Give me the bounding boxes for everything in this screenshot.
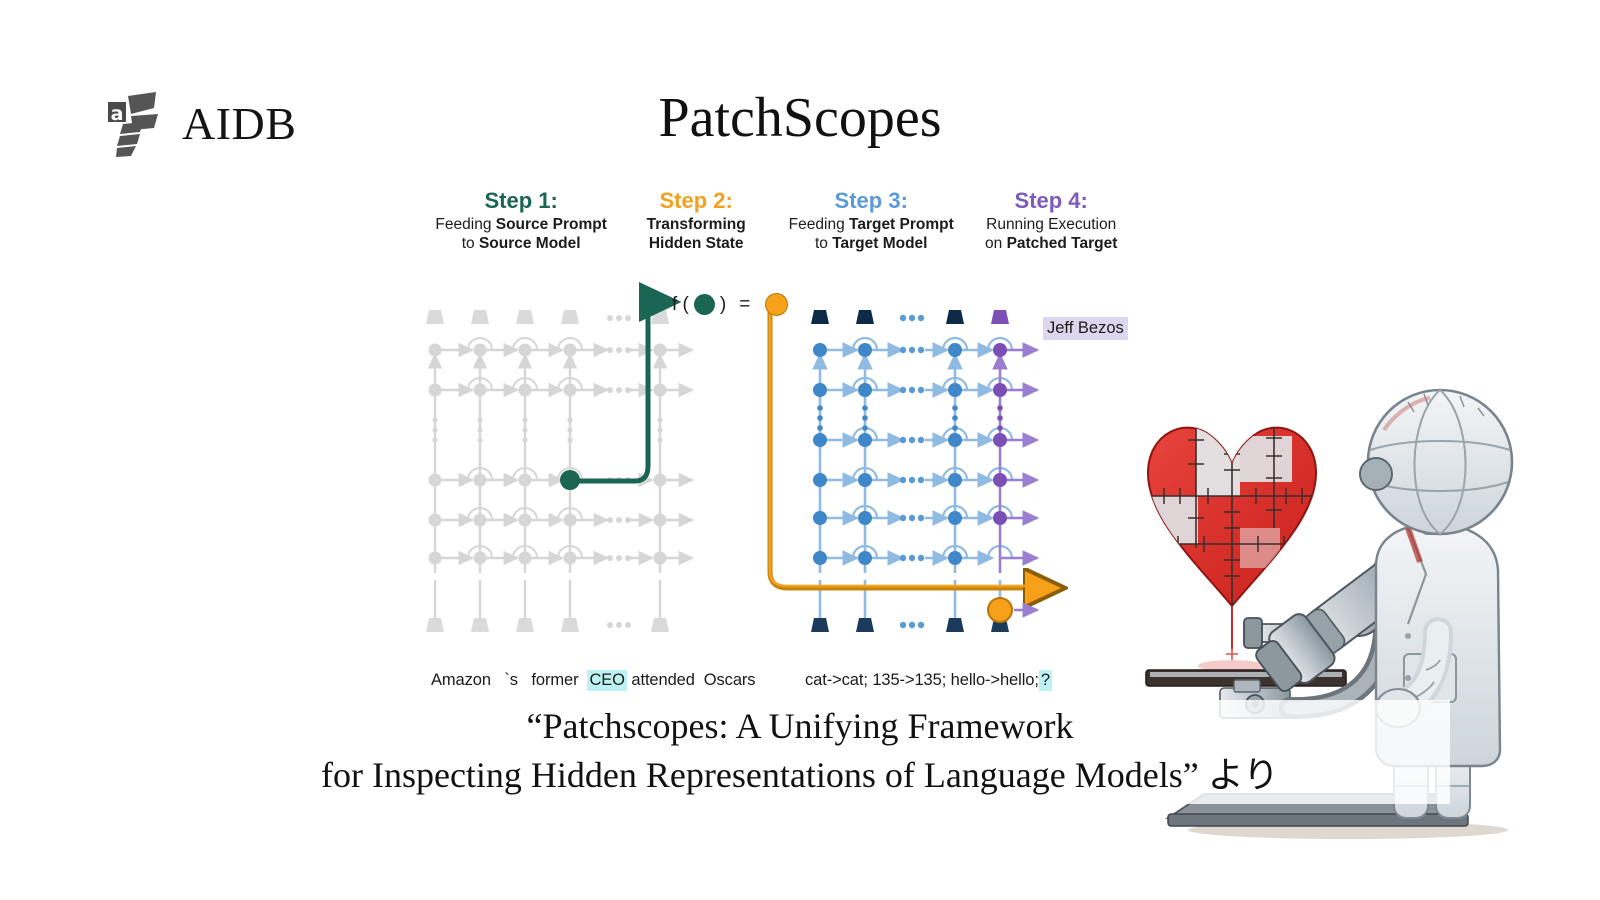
f-label: f ( xyxy=(672,293,689,315)
target-prompt-body: cat->cat; 135->135; hello->hello; xyxy=(805,671,1039,689)
step-2-number: Step 2: xyxy=(659,188,733,213)
caption-line-1: “Patchscopes: A Unifying Framework xyxy=(526,706,1074,746)
step-1-line1-bold: Source Prompt xyxy=(495,215,607,233)
step-3-line1-plain: Feeding xyxy=(788,215,849,233)
step-3: Step 3: Feeding Target Prompt to Target … xyxy=(775,188,967,254)
source-token-4: attended xyxy=(631,671,695,689)
step-3-number: Step 3: xyxy=(834,188,908,213)
step-4-line1-plain: Running Execution xyxy=(986,215,1117,233)
transformed-state-dot-icon xyxy=(765,293,789,316)
step-4-line2-plain: on xyxy=(985,235,1007,253)
step-3-description: Feeding Target Prompt to Target Model xyxy=(775,215,967,254)
step-1-number: Step 1: xyxy=(484,188,558,213)
brand-name: AIDB xyxy=(182,98,297,149)
bee-logo-icon: a xyxy=(98,88,164,160)
source-token-0: Amazon xyxy=(431,671,491,689)
source-token-2: former xyxy=(531,671,579,689)
page-title: PatchScopes xyxy=(658,87,942,149)
target-prompt-query-token: ? xyxy=(1038,670,1052,691)
source-prompt-text: Amazon `s former CEO attended Oscars xyxy=(431,670,756,691)
patchscopes-diagram xyxy=(420,280,1150,700)
step-2: Step 2: Transforming Hidden State xyxy=(617,188,775,254)
step-4: Step 4: Running Execution on Patched Tar… xyxy=(967,188,1135,254)
step-3-line1-bold: Target Prompt xyxy=(849,215,954,233)
source-caption: “Patchscopes: A Unifying Framework for I… xyxy=(0,702,1600,800)
patch-arrow-inner xyxy=(768,310,1050,588)
step-4-number: Step 4: xyxy=(1014,188,1088,213)
svg-text:a: a xyxy=(111,103,124,125)
step-2-line1-bold: Transforming xyxy=(646,215,746,233)
step-2-line2-bold: Hidden State xyxy=(648,235,744,253)
steps-row: Step 1: Feeding Source Prompt to Source … xyxy=(425,188,1135,254)
target-grid-group xyxy=(811,310,1040,632)
source-hidden-state-dot-icon xyxy=(693,294,715,315)
equals-sign: = xyxy=(739,293,751,315)
source-token-5: Oscars xyxy=(703,671,756,689)
caption-line-2: for Inspecting Hidden Representations of… xyxy=(320,754,1280,795)
patched-target-node xyxy=(987,597,1013,623)
step-1-line1-plain: Feeding xyxy=(435,215,496,233)
step-1: Step 1: Feeding Source Prompt to Source … xyxy=(425,188,617,254)
step-1-description: Feeding Source Prompt to Source Model xyxy=(425,215,617,254)
step-3-line2-plain: to xyxy=(814,235,833,253)
function-notation: f ( ) = xyxy=(672,293,789,316)
source-token-1: `s xyxy=(504,671,518,689)
step-1-line2-bold: Source Model xyxy=(478,235,581,253)
step-1-line2-plain: to xyxy=(461,235,479,253)
step-4-line2-bold: Patched Target xyxy=(1006,235,1118,253)
source-hidden-state-node xyxy=(560,470,580,490)
extraction-arrow xyxy=(577,282,682,484)
close-paren: ) xyxy=(719,293,727,315)
source-token-3-highlighted: CEO xyxy=(587,670,627,691)
target-prompt-text: cat->cat; 135->135; hello->hello; ? xyxy=(805,670,1052,691)
caption-backdrop xyxy=(150,700,1450,804)
step-4-description: Running Execution on Patched Target xyxy=(967,215,1135,254)
source-grid-group xyxy=(426,310,695,632)
target-output-label: Jeff Bezos xyxy=(1043,317,1128,340)
brand-logo: a AIDB xyxy=(98,88,296,160)
step-2-description: Transforming Hidden State xyxy=(617,215,775,254)
step-3-line2-bold: Target Model xyxy=(832,235,928,253)
